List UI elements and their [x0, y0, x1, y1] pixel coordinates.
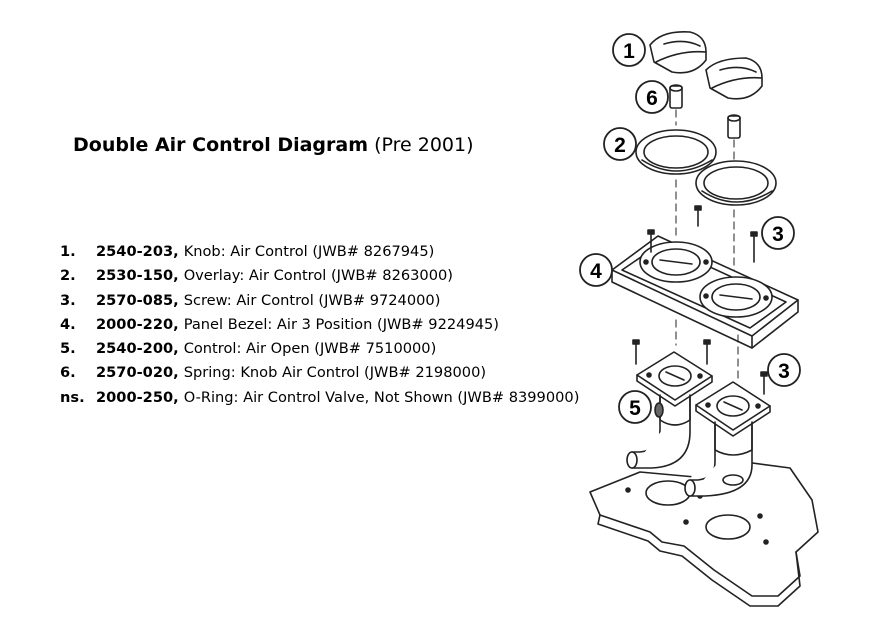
- callout-label: 3: [778, 360, 790, 383]
- part-item: 6. 2570-020,Spring: Knob Air Control (JWB…: [60, 361, 579, 385]
- part-code: 2540-203,: [96, 243, 179, 260]
- callout-screw-bottom: [767, 353, 801, 387]
- callout-overlay: [603, 127, 637, 161]
- part-code: 2540-200,: [96, 340, 179, 358]
- part-number: 6.: [60, 364, 76, 382]
- diagram-title-bold: Double Air Control Diagram: [73, 134, 369, 156]
- part-code: 2530-150,: [96, 267, 179, 285]
- part-code: 2570-020,: [96, 364, 179, 382]
- springs: [669, 84, 741, 139]
- part-description: Panel Bezel: Air 3 Position (JWB# 922494…: [183, 315, 499, 333]
- part-item: 4. 2000-220,Panel Bezel: Air 3 Position (…: [60, 313, 579, 337]
- part-item: ns. 2000-250,O-Ring: Air Control Valve, N…: [60, 386, 579, 410]
- part-number: 4.: [60, 315, 76, 333]
- part-description: Spring: Knob Air Control (JWB# 2198000): [183, 364, 487, 382]
- part-code: 2000-220,: [96, 315, 179, 333]
- callout-label: 4: [590, 260, 602, 283]
- callout-knob: [612, 33, 646, 67]
- part-code: 2000-250,: [96, 388, 179, 406]
- part-number: 5.: [60, 340, 76, 358]
- callout-label: 5: [629, 397, 641, 420]
- part-description: O-Ring: Air Control Valve, Not Shown (JW…: [183, 388, 580, 406]
- part-description: Overlay: Air Control (JWB# 8263000): [183, 267, 453, 285]
- callout-label: 2: [614, 134, 626, 157]
- base-plate: [589, 461, 819, 607]
- callout-label: 1: [623, 40, 635, 63]
- part-description: Control: Air Open (JWB# 7510000): [183, 340, 437, 358]
- diagram-title-suffix: (Pre 2001): [374, 134, 474, 156]
- callout-label: 3: [772, 223, 784, 246]
- part-description: Knob: Air Control (JWB# 8267945): [183, 243, 435, 260]
- parts-list: 1. 2540-203,Knob: Air Control (JWB# 82679…: [60, 240, 579, 410]
- knobs: [649, 30, 763, 100]
- part-item: 1. 2540-203,Knob: Air Control (JWB# 82679…: [60, 240, 579, 264]
- diagram-title: Double Air Control Diagram (Pre 2001): [73, 134, 474, 156]
- part-code: 2570-085,: [96, 291, 179, 309]
- callout-screw-top: [761, 216, 795, 250]
- part-number: 1.: [60, 243, 76, 260]
- part-number: ns.: [60, 388, 85, 406]
- callout-spring: [635, 80, 669, 114]
- valve-screws: [632, 339, 768, 395]
- bezel-screws: [647, 205, 758, 263]
- callout-control: [618, 390, 652, 424]
- callout-labels: 1 6 2 3 4 3 5: [590, 40, 790, 420]
- panel-bezel: [611, 235, 799, 349]
- part-description: Screw: Air Control (JWB# 9724000): [183, 291, 441, 309]
- part-number: 3.: [60, 291, 76, 309]
- overlays: [635, 129, 777, 206]
- part-item: 2. 2530-150,Overlay: Air Control (JWB# 82…: [60, 264, 579, 288]
- part-number: 2.: [60, 267, 76, 285]
- assembly-axis-lines: [675, 109, 739, 381]
- callout-bezel: [579, 253, 613, 287]
- part-item: 5. 2540-200,Control: Air Open (JWB# 75100…: [60, 337, 579, 361]
- air-control-valves: [626, 351, 771, 497]
- callouts: [579, 33, 801, 424]
- callout-label: 6: [646, 87, 658, 110]
- part-item: 3. 2570-085,Screw: Air Control (JWB# 9724…: [60, 289, 579, 313]
